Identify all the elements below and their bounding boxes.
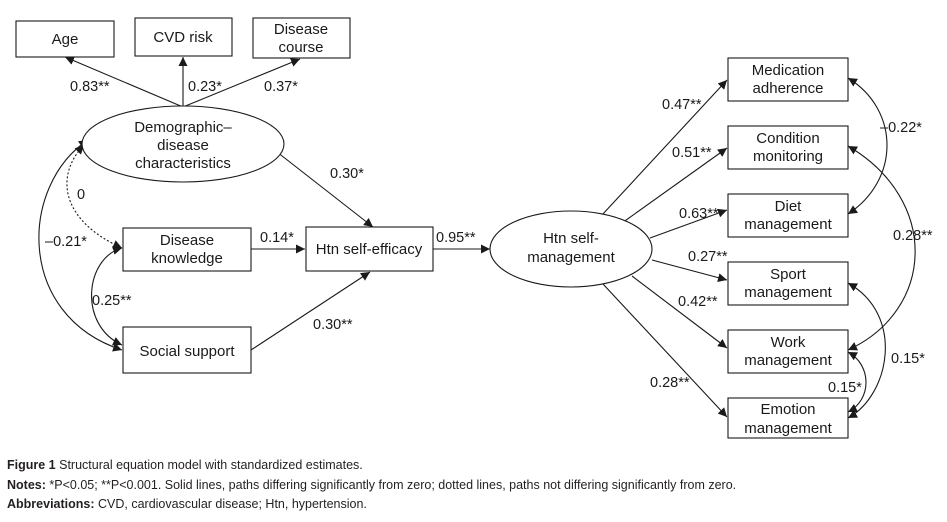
node-disease-knowledge: Disease knowledge [122,227,252,272]
coef-cvd-risk: 0.23* [188,79,222,95]
caption-figure-label: Figure 1 [7,458,56,472]
covariance-work-emotion [847,351,867,413]
svg-text:adherence: adherence [753,80,824,97]
coef-emotion: 0.28** [650,375,690,391]
node-htn-self-management: Htn self- management [489,210,653,288]
caption-abbreviations-label: Abbreviations: [7,497,95,511]
svg-text:Demographic–: Demographic– [134,119,232,136]
node-work-management: Work management [727,329,849,374]
figure-caption-abbreviations: Abbreviations: CVD, cardiovascular disea… [7,497,367,511]
caption-title-text: Structural equation model with standardi… [59,458,363,472]
svg-text:Sport: Sport [770,266,807,283]
covariance-knowledge-support [91,246,123,346]
caption-abbreviations-text: CVD, cardiovascular disease; Htn, hypert… [98,497,367,511]
path-to-sport [651,259,728,283]
covariance-demographic-support [38,139,123,352]
svg-text:management: management [744,216,832,233]
path-demographic-to-disease-course [182,58,301,108]
coef-sport: 0.27** [688,249,728,265]
svg-text:Condition: Condition [756,130,819,147]
node-disease-course: Disease course [252,17,351,59]
node-emotion-management: Emotion management [727,397,849,439]
sem-diagram: Age CVD risk Disease course Demographic–… [15,17,933,439]
svg-text:Disease: Disease [160,232,214,249]
svg-text:Diet: Diet [775,198,803,215]
path-demographic-to-self-efficacy [276,151,374,228]
svg-text:CVD risk: CVD risk [153,29,213,46]
covariance-condition-work [847,145,916,351]
node-demographic-disease-characteristics: Demographic– disease characteristics [81,105,285,183]
node-cvd-risk: CVD risk [134,17,233,57]
svg-text:management: management [744,352,832,369]
path-to-diet [649,208,728,239]
node-htn-self-efficacy: Htn self-efficacy [305,226,434,272]
svg-text:management: management [744,420,832,437]
covariance-demographic-knowledge [66,144,123,249]
svg-text:management: management [744,284,832,301]
svg-text:Htn self-efficacy: Htn self-efficacy [316,241,423,258]
coef-sport-emotion: 0.15* [891,351,925,367]
path-to-emotion [602,283,728,418]
caption-notes-text: *P<0.05; **P<0.001. Solid lines, paths d… [49,478,737,492]
covariance-sport-emotion [847,282,886,419]
svg-text:management: management [527,249,615,266]
svg-text:course: course [278,39,323,56]
svg-text:characteristics: characteristics [135,155,231,172]
svg-text:Medication: Medication [752,62,825,79]
node-medication-adherence: Medication adherence [727,57,849,102]
path-to-condition [621,147,728,224]
path-to-medication [601,79,728,216]
svg-text:monitoring: monitoring [753,148,823,165]
node-social-support: Social support [122,326,252,374]
figure-caption-notes: Notes: *P<0.05; **P<0.001. Solid lines, … [7,478,736,492]
svg-text:Social support: Social support [139,343,235,360]
svg-text:Htn self-: Htn self- [543,230,599,247]
path-demographic-to-age [64,56,184,108]
coef-medication-diet: –0.22* [880,120,922,136]
coef-demographic-self-efficacy: 0.30* [330,166,364,182]
coef-demographic-support: –0.21* [45,234,87,250]
node-condition-monitoring: Condition monitoring [727,125,849,170]
coef-work: 0.42** [678,294,718,310]
coef-medication: 0.47** [662,97,702,113]
path-to-work [631,275,728,349]
coef-condition: 0.51** [672,145,712,161]
coef-knowledge-self-efficacy: 0.14* [260,230,294,246]
coef-age: 0.83** [70,79,110,95]
svg-text:Emotion: Emotion [760,401,815,418]
path-support-to-self-efficacy [250,271,371,351]
figure-caption-title: Figure 1 Structural equation model with … [7,458,363,472]
coef-demographic-knowledge: 0 [77,187,85,203]
coef-disease-course: 0.37* [264,79,298,95]
coef-self-efficacy-management: 0.95** [436,230,476,246]
svg-text:Disease: Disease [274,21,328,38]
caption-notes-label: Notes: [7,478,46,492]
node-age: Age [15,20,115,58]
covariance-medication-diet [847,77,888,215]
coef-knowledge-support: 0.25** [92,293,132,309]
coef-diet: 0.63** [679,206,719,222]
svg-text:Work: Work [771,334,806,351]
svg-text:knowledge: knowledge [151,250,223,267]
node-diet-management: Diet management [727,193,849,238]
coef-condition-work: 0.28** [893,228,933,244]
coef-support-self-efficacy: 0.30** [313,317,353,333]
coef-work-emotion: 0.15* [828,380,862,396]
node-sport-management: Sport management [727,261,849,306]
svg-text:Age: Age [52,31,79,48]
svg-text:disease: disease [157,137,209,154]
